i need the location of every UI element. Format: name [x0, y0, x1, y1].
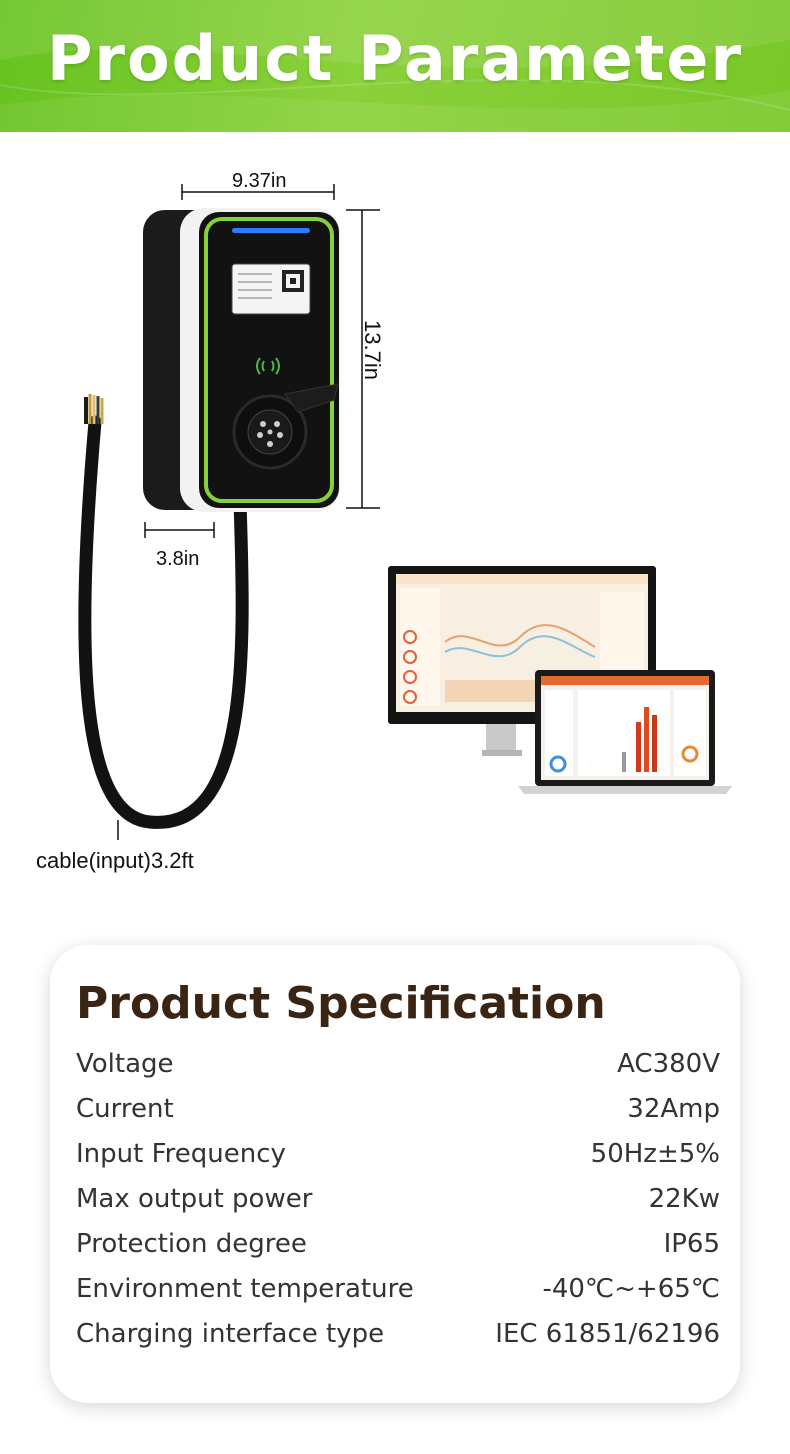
- spec-value: 50Hz±5%: [590, 1139, 720, 1169]
- spec-row-protection-degree: Protection degree IP65: [76, 1229, 720, 1269]
- spec-label: Charging interface type: [76, 1319, 385, 1349]
- width-dimension-label: 9.37in: [232, 170, 287, 192]
- banner-wave-decoration: [0, 0, 790, 132]
- led-bar: [232, 228, 310, 233]
- specification-card: Product Specification Voltage AC380V Cur…: [50, 945, 740, 1403]
- cable-wire-ends: [84, 394, 104, 424]
- spec-value: -40℃~+65℃: [542, 1274, 720, 1304]
- spec-value: AC380V: [617, 1049, 720, 1079]
- spec-value: IP65: [663, 1229, 720, 1259]
- spec-label: Voltage: [76, 1049, 174, 1079]
- ev-charger-drawing: [78, 184, 732, 840]
- spec-row-current: Current 32Amp: [76, 1094, 720, 1134]
- product-illustration-area: 9.37in 13.7in 3.8in cable(input)3.2ft: [0, 132, 790, 932]
- spec-value: IEC 61851/62196: [495, 1319, 720, 1349]
- spec-label: Protection degree: [76, 1229, 307, 1259]
- spec-row-environment-temperature: Environment temperature -40℃~+65℃: [76, 1274, 720, 1314]
- spec-row-charging-interface-type: Charging interface type IEC 61851/62196: [76, 1319, 720, 1359]
- spec-label: Input Frequency: [76, 1139, 286, 1169]
- height-dimension-label: 13.7in: [359, 320, 385, 380]
- depth-dimension-label: 3.8in: [156, 548, 200, 570]
- rfid-icon: [256, 357, 280, 375]
- socket-lid: [284, 383, 339, 413]
- spec-value: 22Kw: [648, 1184, 720, 1214]
- cable-length-label: cable(input)3.2ft: [36, 848, 194, 873]
- spec-title: Product Specification: [76, 978, 606, 1029]
- header-banner: Product Parameter: [0, 0, 790, 132]
- power-cable: [78, 415, 249, 829]
- charger-green-border: [204, 217, 334, 503]
- spec-label: Max output power: [76, 1184, 313, 1214]
- spec-value: 32Amp: [627, 1094, 720, 1124]
- spec-label: Current: [76, 1094, 174, 1124]
- spec-row-input-frequency: Input Frequency 50Hz±5%: [76, 1139, 720, 1179]
- laptop: [518, 670, 732, 794]
- socket-pins: [257, 421, 283, 447]
- spec-row-voltage: Voltage AC380V: [76, 1049, 720, 1089]
- spec-label: Environment temperature: [76, 1274, 414, 1304]
- page-title: Product Parameter: [46, 22, 744, 95]
- spec-row-max-output-power: Max output power 22Kw: [76, 1184, 720, 1224]
